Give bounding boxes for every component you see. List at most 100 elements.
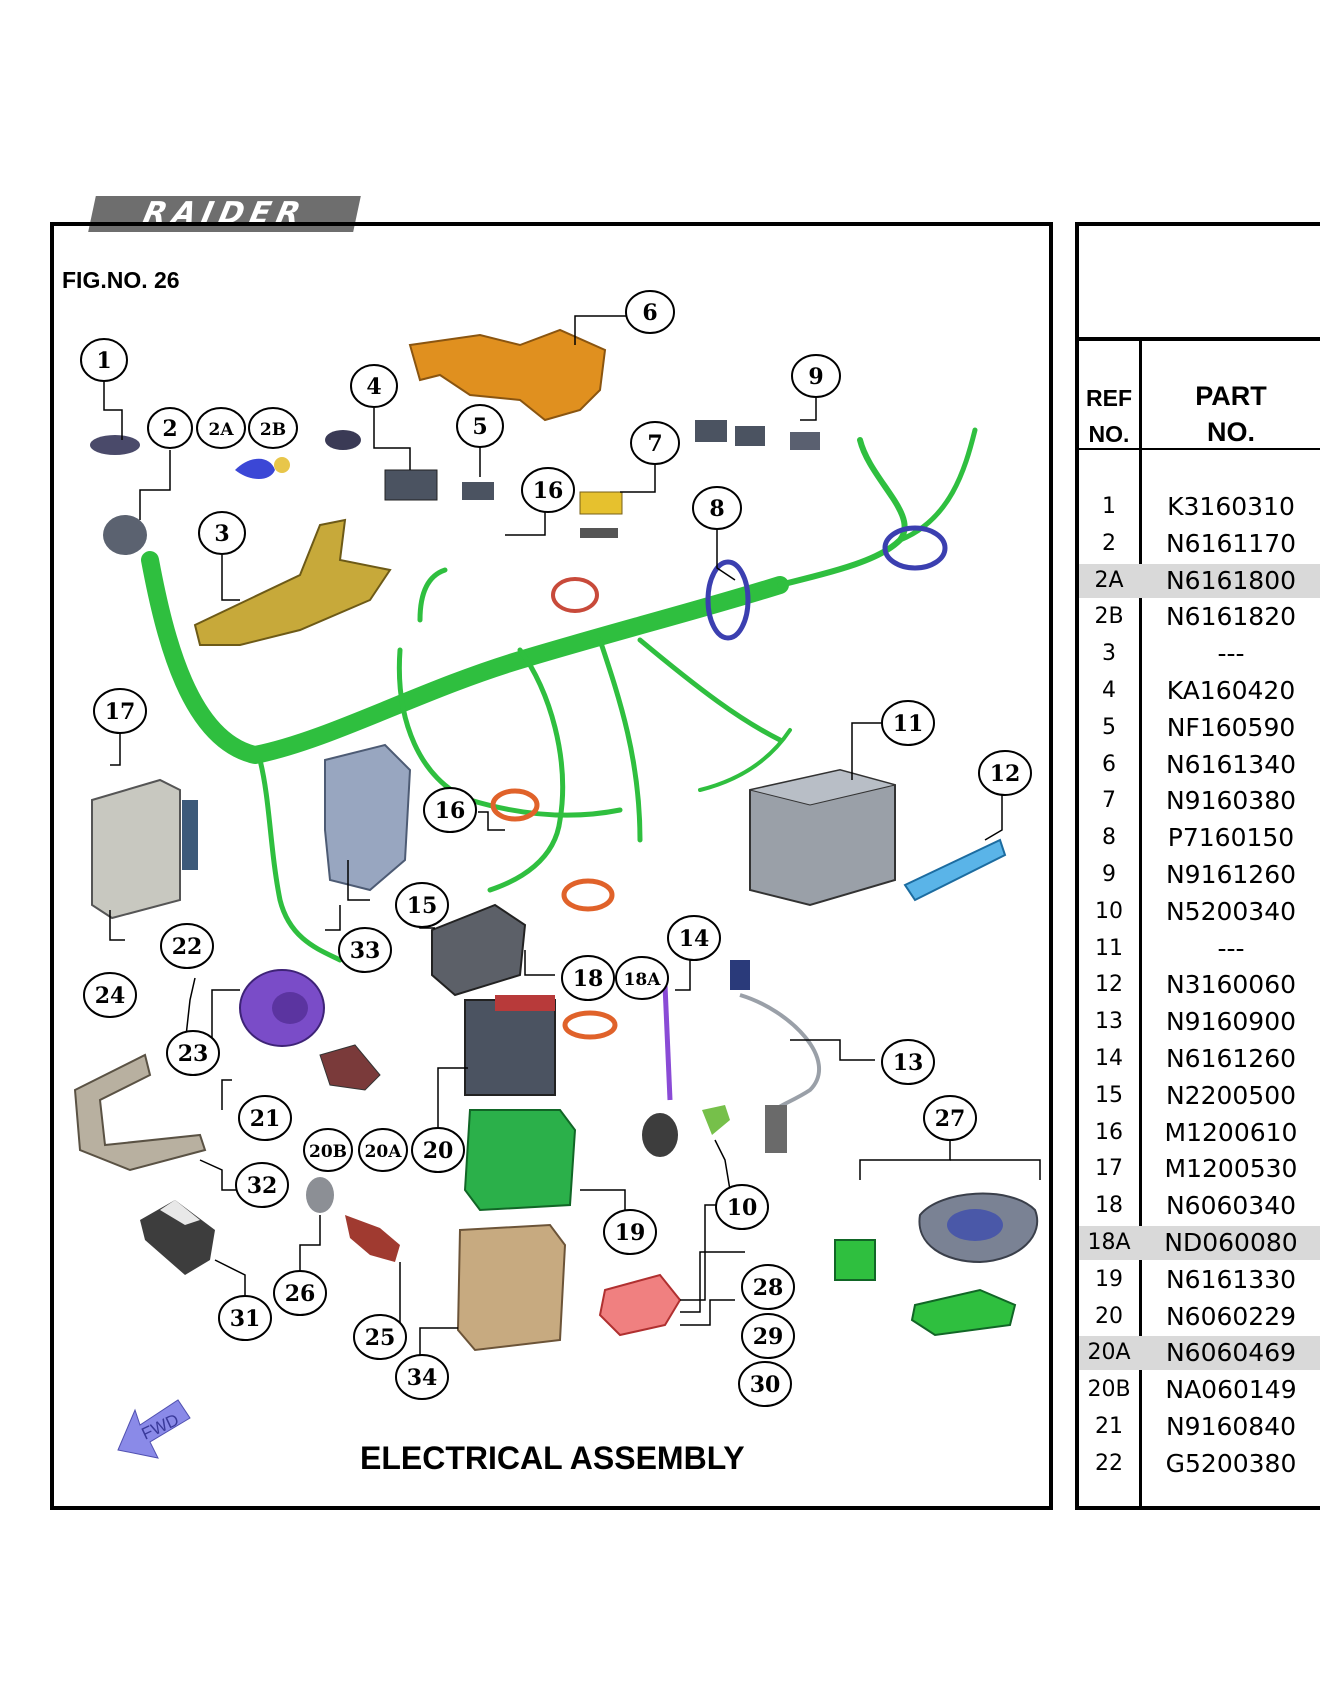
svg-text:31: 31 [230,1306,261,1332]
ref-no-cell: 2 [1102,530,1116,556]
callout-5: 5 [456,404,504,448]
ref-no-cell: 18A [1087,1230,1131,1255]
ring-8-shape [705,559,751,641]
callout-31: 31 [218,1295,272,1341]
svg-text:4: 4 [366,374,381,400]
strap-near-20-shape [562,1010,618,1040]
ref-no-cell: 21 [1095,1414,1123,1439]
sensor-13-plug-shape [730,960,750,990]
table-row: 3 --- [1079,637,1320,671]
table-row: 11--- [1079,932,1320,966]
svg-text:3: 3 [214,521,229,547]
svg-text:22: 22 [172,934,203,960]
ref-no-cell: 2B [1094,604,1124,630]
parts-table-frame [1075,222,1320,1510]
relay-18-shape [431,903,527,997]
ref-no-cell: 3 [1102,641,1116,667]
svg-text:18: 18 [573,966,604,992]
svg-text:23: 23 [178,1041,209,1067]
connector-9c-shape [790,432,820,450]
svg-text:8: 8 [709,496,724,522]
parts-table-column-divider [1139,337,1142,1510]
svg-text:34: 34 [407,1365,438,1391]
callout-1: 1 [80,338,128,382]
part-no-cell: M1200610 [1164,1117,1298,1147]
part-no-cell: N6161330 [1165,1264,1297,1294]
part-no-cell: N6161820 [1165,602,1297,632]
part-no-cell: N2200500 [1165,1080,1297,1110]
column-header-part-line2: NO. [1206,417,1255,447]
callout-21: 21 [238,1095,292,1141]
ref-no-cell: 4 [1102,678,1116,703]
svg-text:5: 5 [472,414,487,440]
svg-text:30: 30 [750,1372,781,1398]
column-header-ref: REF NO. [1079,380,1139,452]
svg-text:18A: 18A [624,970,662,990]
table-row: 15 N2200500 [1079,1079,1320,1113]
ref-no-cell: 18 [1095,1193,1123,1219]
ref-no-cell: 20A [1087,1340,1131,1366]
svg-text:2: 2 [162,416,177,442]
connector-20ab-shape [319,1044,381,1091]
clip-2a-shape [235,458,275,479]
connector-9a-shape [695,420,727,442]
svg-text:27: 27 [935,1106,966,1132]
bracket-27-shape [910,1288,1017,1337]
callout-2: 2 [147,407,193,449]
callout-3: 3 [198,511,246,555]
svg-text:9: 9 [808,364,823,390]
red-ring-shape [551,577,599,613]
callout-18: 18 [561,955,615,1001]
ref-no-cell: 12 [1095,972,1123,998]
svg-text:20B: 20B [309,1142,347,1162]
figure-number: FIG.NO. 26 [62,267,180,293]
ref-no-cell: 19 [1095,1266,1123,1292]
table-row: 2B N6161820 [1079,600,1320,634]
callout-10: 10 [715,1184,769,1230]
strap-near-4-shape [325,430,361,450]
plate-33-shape [324,743,412,892]
svg-text:11: 11 [893,711,924,737]
svg-text:6: 6 [642,300,657,326]
part-no-cell: K3160310 [1167,492,1295,521]
ref-no-cell: 9 [1102,862,1116,887]
cover-34-shape [456,1223,567,1352]
callout-17: 17 [93,688,147,734]
relay-5-shape [462,482,494,500]
svg-text:2B: 2B [260,420,286,440]
part-no-cell: N6161800 [1165,565,1297,595]
ignition-27-shape [834,1239,876,1281]
part-no-cell: N5200340 [1165,896,1297,926]
svg-text:21: 21 [250,1106,281,1132]
svg-text:33: 33 [350,938,381,964]
svg-text:17: 17 [105,699,136,725]
table-row: 21 N9160840 [1079,1410,1320,1444]
ref-no-cell: 2A [1094,567,1124,593]
part-no-cell: N6060229 [1165,1301,1297,1331]
ref-no-cell: 13 [1095,1009,1123,1035]
callout-32: 32 [235,1162,289,1208]
strap-1-shape [90,435,140,455]
callout-29: 29 [741,1313,795,1359]
callout-20: 20 [411,1127,465,1173]
fwd-arrow-shape [117,1399,191,1459]
part-no-cell: G5200380 [1165,1448,1297,1478]
ref-no-cell: 5 [1102,714,1116,740]
column-header-part-line1: PART [1195,381,1267,411]
part-no-cell: --- [1217,639,1245,669]
callout-8: 8 [692,486,742,530]
ring-right-shape [882,525,948,571]
part-no-cell: N6161340 [1165,749,1297,779]
ref-no-cell: 15 [1095,1082,1123,1108]
svg-text:26: 26 [285,1281,316,1307]
callout-7: 7 [630,421,680,465]
part-no-cell: N3160060 [1165,970,1297,1000]
part-no-cell: N9160840 [1165,1412,1297,1441]
part-no-cell: P7160150 [1167,823,1295,853]
cover-19-shape [463,1109,577,1212]
